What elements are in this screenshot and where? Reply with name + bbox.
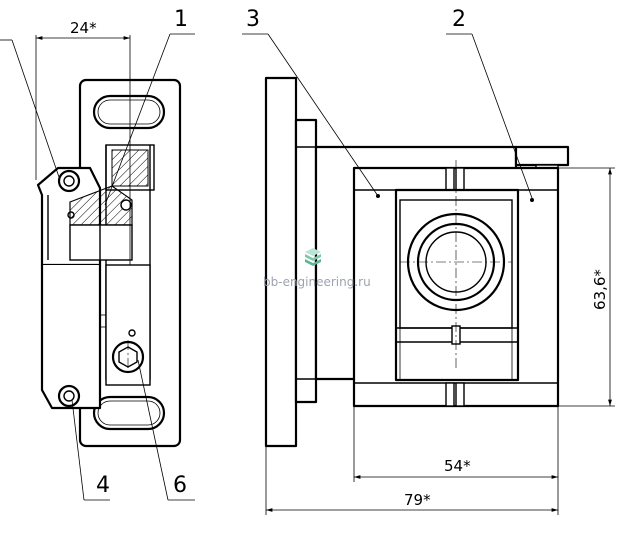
part-label-4: 4 (96, 473, 110, 498)
dim-text-54: 54* (444, 457, 471, 475)
top-slot (92, 94, 166, 130)
hatched-wedge (69, 185, 133, 226)
dim-text-24: 24* (70, 19, 97, 37)
flange (264, 76, 298, 448)
dim-text-79: 79* (404, 491, 431, 509)
part-label-6: 6 (173, 473, 187, 498)
part-label-1: 1 (174, 7, 188, 32)
leader-lines-left (0, 33, 195, 501)
screw-top (57, 169, 81, 193)
side-view (35, 35, 182, 448)
front-view (242, 33, 615, 515)
part-label-3: 3 (246, 7, 260, 32)
dim-text-63-6: 63,6* (591, 269, 609, 310)
part-label-2: 2 (452, 7, 466, 32)
watermark-text: bb-engineering.ru (263, 275, 371, 289)
cube-stack-icon (305, 248, 321, 266)
bottom-slot (92, 395, 166, 431)
screw-bottom (57, 384, 81, 408)
hex-socket-block (105, 264, 151, 386)
